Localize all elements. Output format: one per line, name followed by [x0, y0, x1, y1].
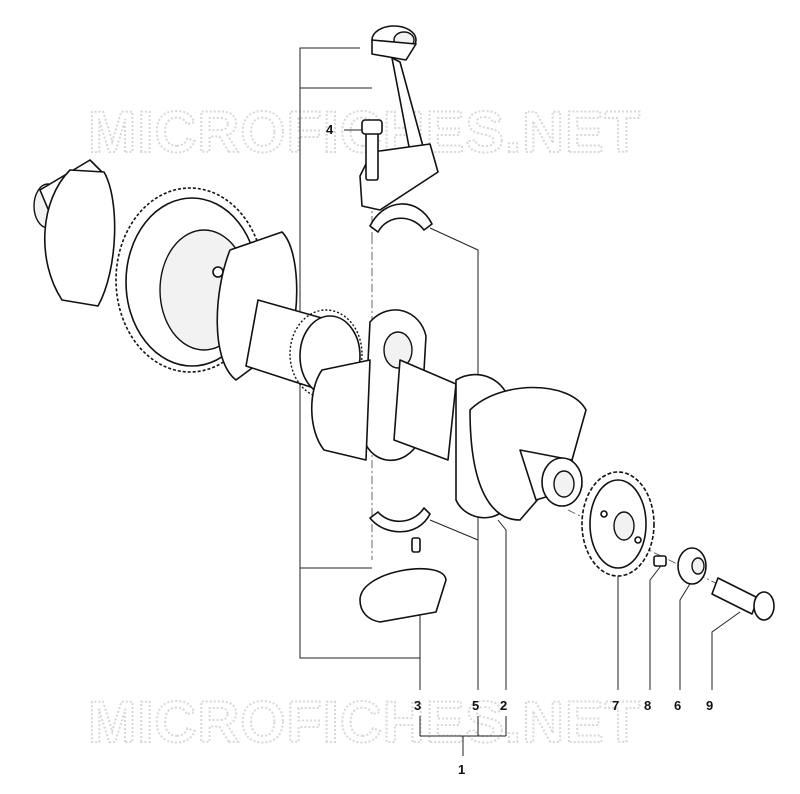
- crankshaft: [33, 159, 587, 521]
- timing-rotor: [581, 471, 655, 577]
- washer-nut: [677, 547, 707, 585]
- connecting-rod: [359, 25, 439, 211]
- woodruff-key: [653, 555, 667, 567]
- callout-6[interactable]: 6: [674, 698, 681, 713]
- callout-2[interactable]: 2: [500, 698, 507, 713]
- callout-4[interactable]: 4: [326, 122, 334, 137]
- upper-bearing-shell: [369, 203, 433, 233]
- assembly-bracket-lines: [299, 47, 741, 756]
- callout-5[interactable]: 5: [472, 698, 479, 713]
- callout-9[interactable]: 9: [706, 698, 713, 713]
- callout-8[interactable]: 8: [644, 698, 651, 713]
- watermark-bottom: MICROFICHES.NET: [88, 690, 641, 755]
- callout-7[interactable]: 7: [612, 698, 619, 713]
- dowel-pin: [411, 537, 421, 553]
- callout-3[interactable]: 3: [414, 698, 421, 713]
- rod-cap: [359, 567, 447, 623]
- callout-1[interactable]: 1: [458, 762, 465, 777]
- crank-bolt: [711, 577, 775, 621]
- lower-bearing-shell: [369, 507, 431, 533]
